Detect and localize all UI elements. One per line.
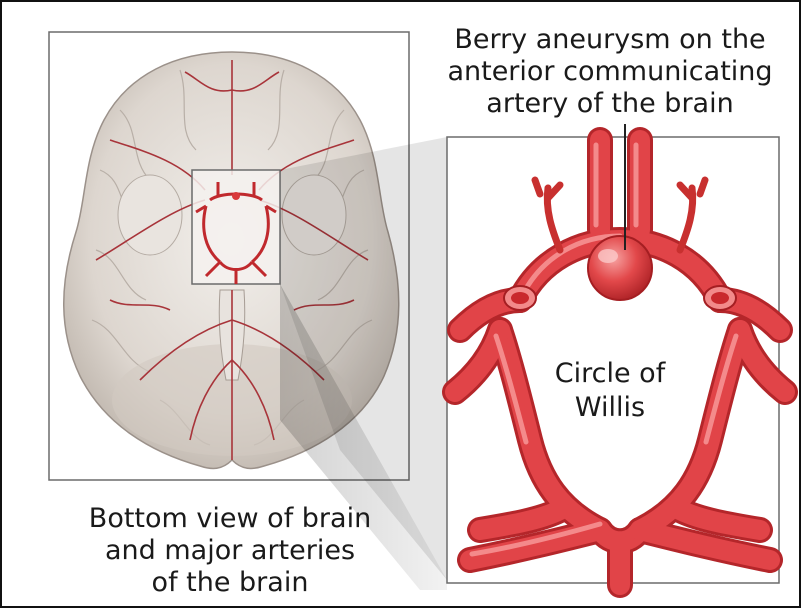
temporal-lobe-left [118,175,182,255]
aneurysm-highlight [598,249,618,263]
circle-label-line1: Circle of [520,360,700,394]
circle-of-willis-label: Circle of Willis [520,360,700,428]
brain-caption-line2: and major arteries [40,537,420,569]
ica-stump-right-lumen [711,292,729,304]
aneurysm-caption: Berry aneurysm on the anterior communica… [430,26,790,122]
aneurysm-caption-line1: Berry aneurysm on the [430,26,790,58]
brain-caption-line1: Bottom view of brain [40,505,420,537]
mini-aneurysm [232,192,240,200]
ica-stump-left-lumen [511,292,529,304]
circle-label-line2: Willis [520,394,700,428]
brain-view-caption: Bottom view of brain and major arteries … [40,505,420,601]
aneurysm-sac [588,236,652,300]
aneurysm-caption-line2: anterior communicating [430,58,790,90]
brain-caption-line3: of the brain [40,569,420,601]
aneurysm-caption-line3: artery of the brain [430,90,790,122]
